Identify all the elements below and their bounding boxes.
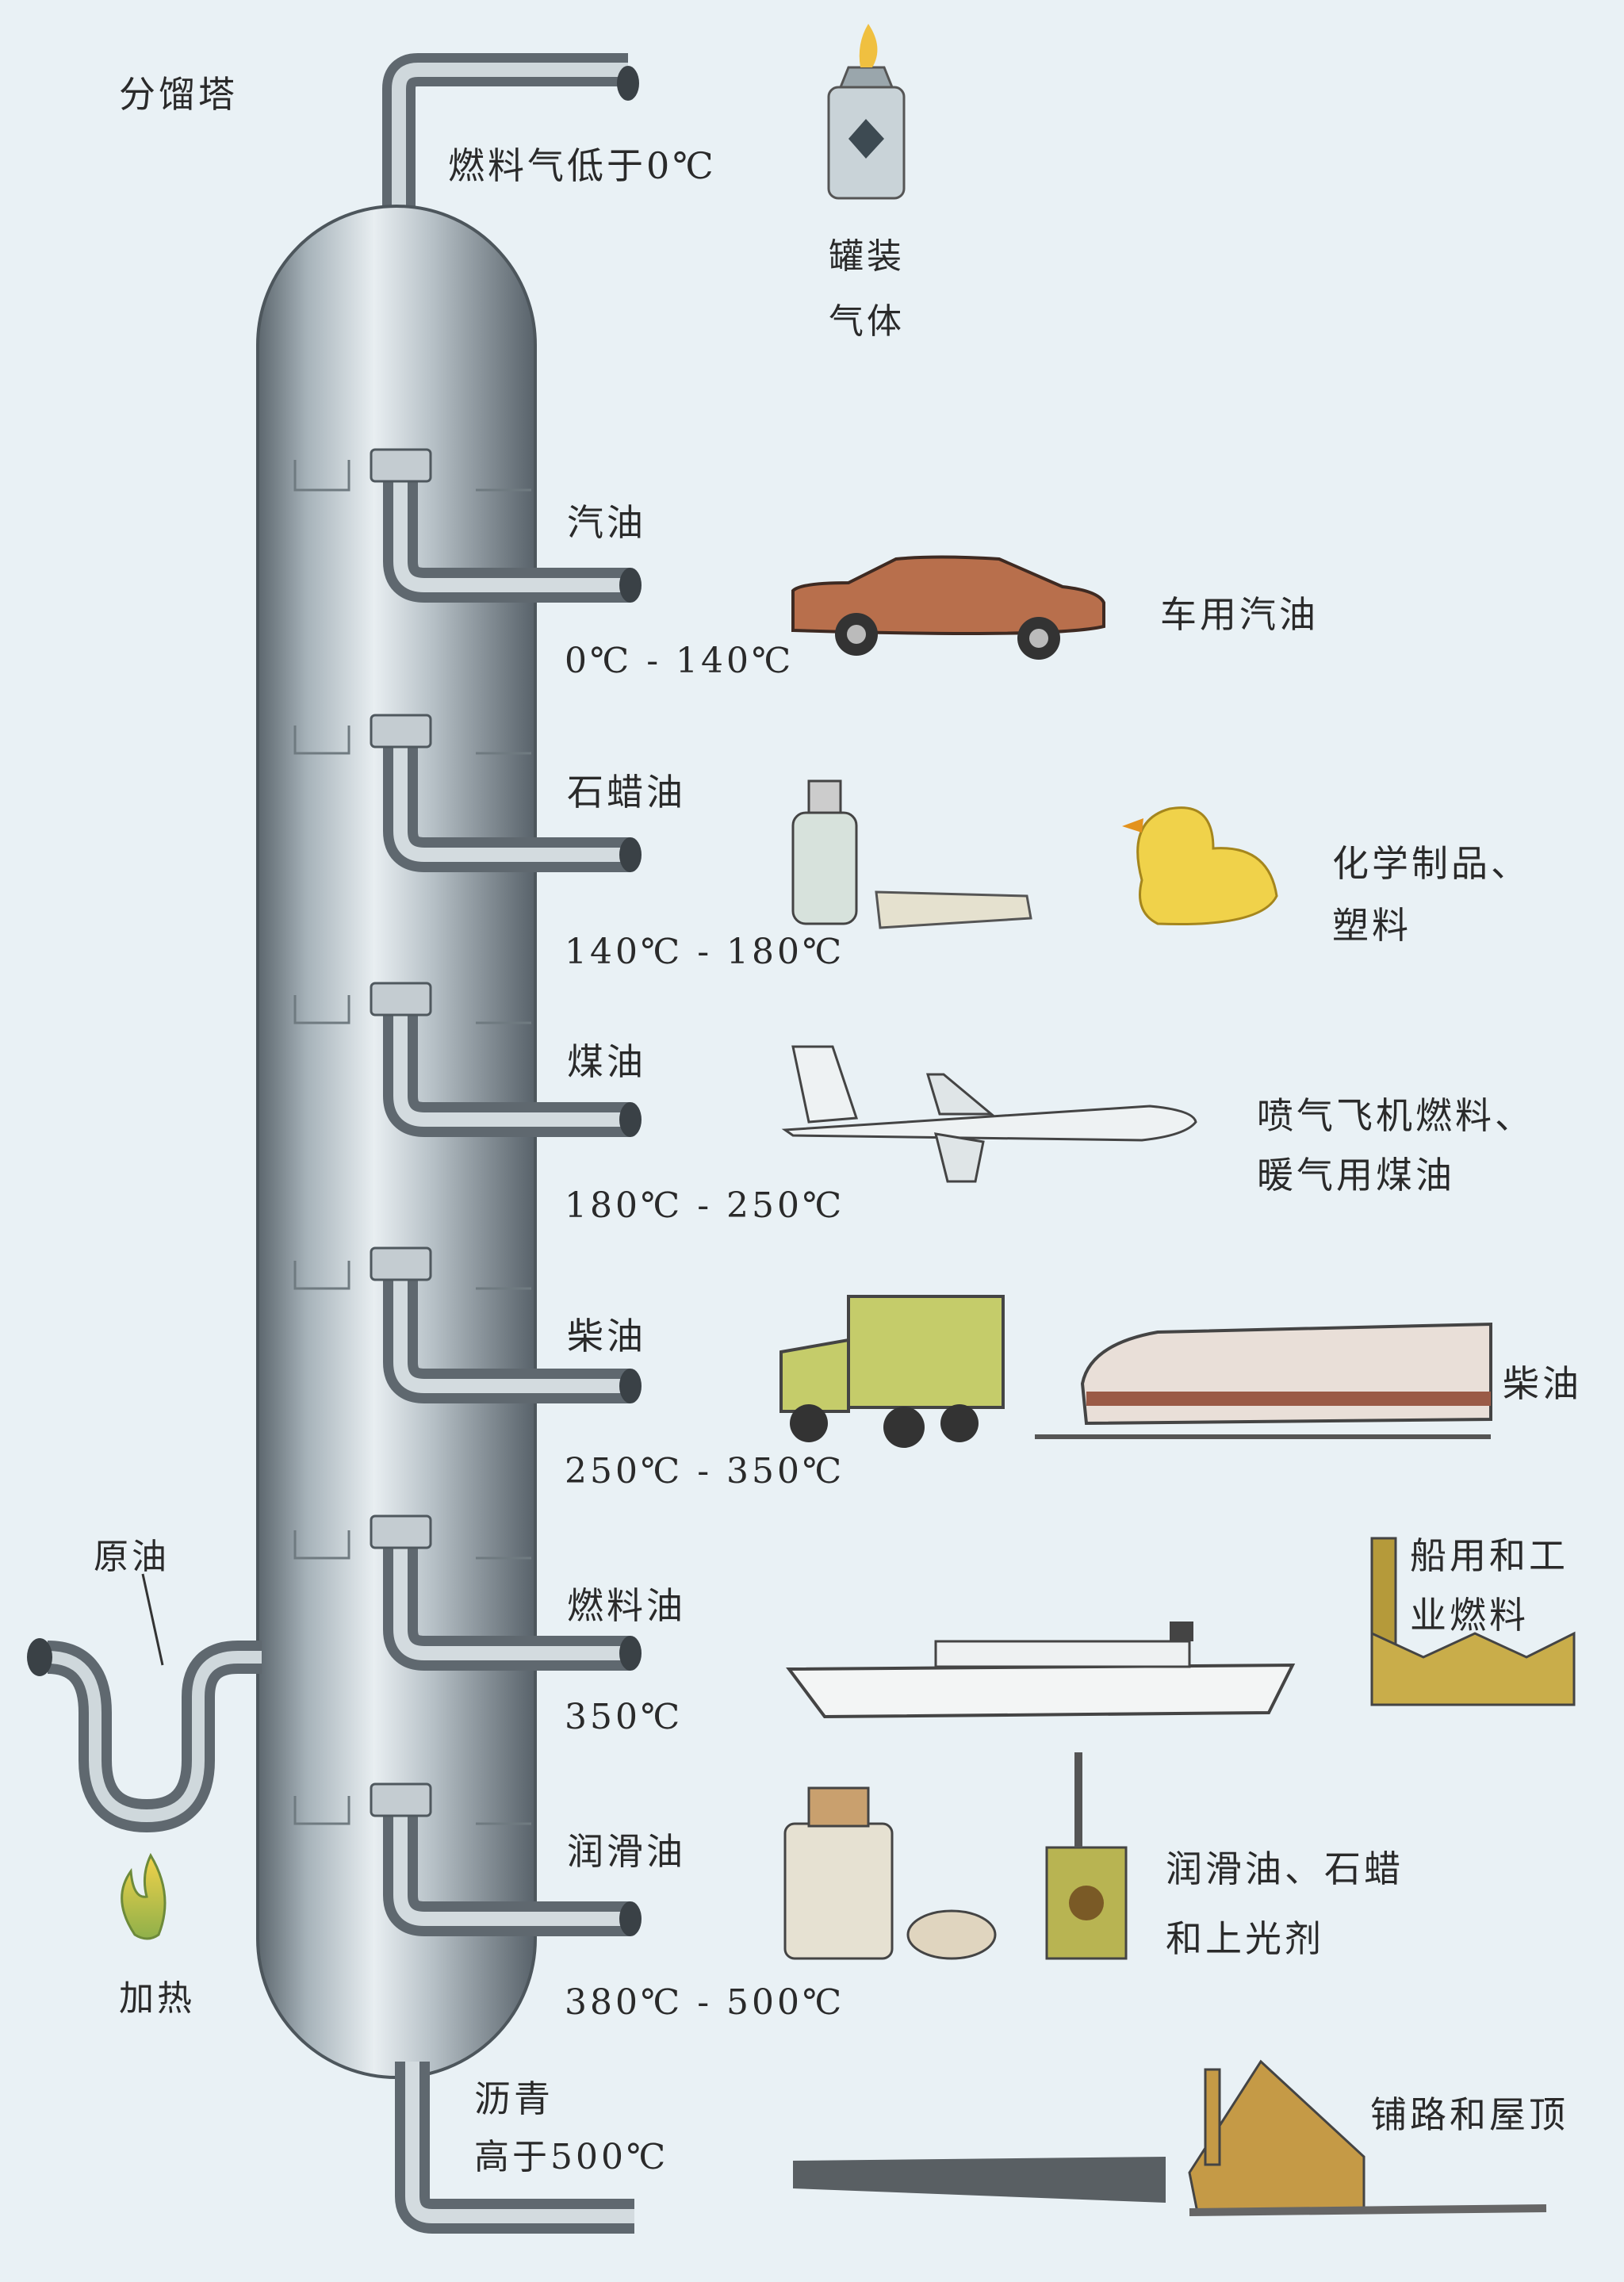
fraction-range-gasoline: 0℃ - 140℃	[565, 641, 795, 681]
product-label-bottled-gas-1: 罐装	[829, 236, 905, 277]
fraction-range-lubricating-oil: 380℃ - 500℃	[565, 1982, 845, 2023]
heating-label: 加热	[119, 1978, 195, 2019]
road-icon	[793, 2157, 1166, 2203]
tray-lines	[293, 460, 531, 1825]
fraction-range-naphtha: 140℃ - 180℃	[565, 932, 845, 972]
jar-icon	[783, 1786, 894, 1960]
fraction-range-diesel: 250℃ - 350℃	[565, 1451, 845, 1491]
bottle-icon	[791, 779, 858, 925]
product-label-lubricants-2: 和上光剂	[1166, 1917, 1324, 1960]
outlet-pipe-4	[370, 1246, 642, 1403]
car-icon	[791, 555, 1105, 660]
outlet-pipe-2	[370, 714, 642, 872]
tin-icon	[906, 1909, 997, 1960]
rubber-duck-icon	[1122, 806, 1278, 926]
fraction-name-gasoline: 汽油	[567, 501, 646, 544]
fraction-name-kerosene: 煤油	[567, 1040, 646, 1083]
tower-title: 分馏塔	[119, 73, 238, 116]
tube-icon	[875, 890, 1032, 929]
asphalt-outlet-pipe	[395, 2062, 634, 2234]
house-icon	[1188, 2059, 1547, 2216]
train-icon	[1035, 1322, 1492, 1439]
gas-outlet-pipe	[382, 53, 639, 238]
outlet-pipe-3	[370, 982, 642, 1137]
gas-canister-icon	[827, 24, 906, 200]
product-label-marine-fuel-2: 业燃料	[1410, 1594, 1529, 1637]
fraction-range-fuel-oil: 350℃	[565, 1697, 684, 1737]
outlet-pipes	[370, 448, 642, 1936]
flame-icon	[121, 1852, 167, 1940]
crude-oil-inlet-pipe	[27, 1573, 262, 1833]
fraction-name-asphalt: 沥青	[474, 2077, 553, 2120]
airplane-icon	[781, 1045, 1197, 1183]
fraction-name-diesel: 柴油	[567, 1315, 646, 1357]
outlet-pipe-5	[370, 1514, 642, 1671]
product-label-bottled-gas-2: 气体	[829, 301, 905, 342]
product-label-motor-gasoline: 车用汽油	[1160, 593, 1319, 636]
product-label-lubricants-1: 润滑油、石蜡	[1166, 1847, 1404, 1890]
fraction-name-lubricating-oil: 润滑油	[567, 1830, 686, 1873]
ship-icon	[786, 1622, 1296, 1719]
product-label-chemicals: 化学制品、	[1332, 842, 1530, 885]
product-label-plastics: 塑料	[1332, 904, 1411, 947]
product-label-roads-roofing: 铺路和屋顶	[1370, 2093, 1568, 2136]
factory-icon	[1370, 1537, 1576, 1706]
fraction-range-asphalt: 高于500℃	[474, 2137, 669, 2177]
outlet-pipe-1	[370, 448, 642, 603]
outlet-pipe-6	[370, 1782, 642, 1936]
dump-truck-icon	[779, 1295, 1005, 1448]
fraction-range-kerosene: 180℃ - 250℃	[565, 1185, 845, 1226]
product-label-jet-fuel: 喷气飞机燃料、	[1257, 1094, 1534, 1137]
fraction-name-fuel-oil: 燃料油	[567, 1584, 686, 1627]
oil-can-icon	[1045, 1752, 1128, 1960]
product-label-heating-kerosene: 暖气用煤油	[1257, 1154, 1455, 1197]
product-label-diesel: 柴油	[1503, 1362, 1582, 1405]
crude-oil-label: 原油	[94, 1537, 170, 1577]
fraction-name-fuel-gas: 燃料气低于0℃	[448, 144, 717, 187]
fraction-name-naphtha: 石蜡油	[567, 771, 686, 814]
product-label-marine-fuel-1: 船用和工	[1410, 1534, 1568, 1577]
distillation-tower	[256, 205, 537, 2079]
